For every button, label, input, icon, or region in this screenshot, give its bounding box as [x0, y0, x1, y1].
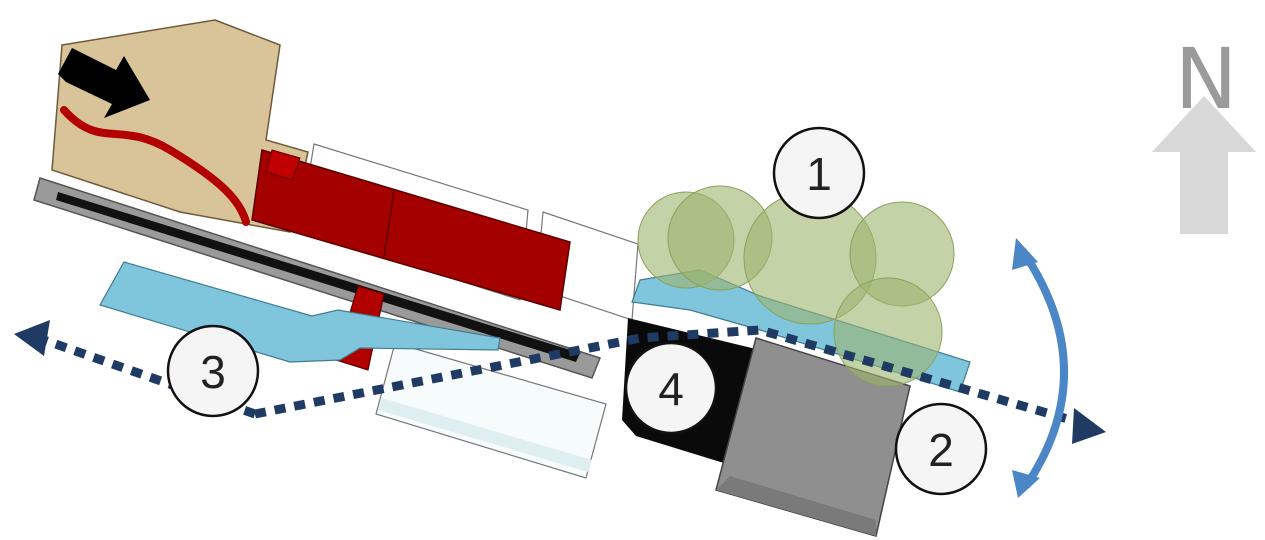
callout-4: 4 — [626, 343, 716, 433]
route-arrowhead-left — [14, 320, 50, 356]
callout-label: 3 — [200, 346, 226, 398]
callout-label: 2 — [928, 424, 954, 476]
callout-2: 2 — [896, 404, 986, 494]
callout-label: 4 — [658, 363, 684, 415]
north-label: N — [1175, 30, 1238, 128]
callout-1: 1 — [774, 128, 864, 218]
callout-label: 1 — [806, 148, 832, 200]
rotation-arc — [1022, 250, 1064, 486]
north-indicator: N — [1152, 30, 1256, 234]
route-arrowhead-right — [1072, 408, 1106, 444]
callout-3: 3 — [168, 326, 258, 416]
